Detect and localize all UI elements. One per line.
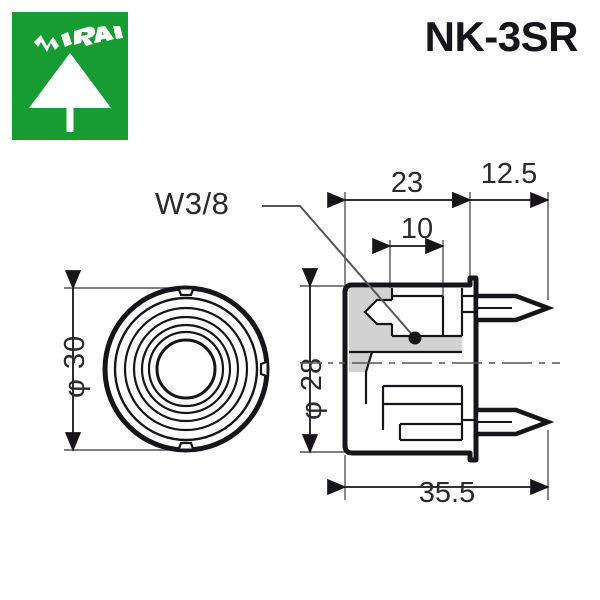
front-ring-2 — [123, 306, 249, 432]
section-body-outline — [342, 275, 479, 463]
front-view-notches — [177, 289, 267, 449]
section-prongs — [473, 293, 555, 437]
notch-bottom — [177, 441, 195, 449]
front-outer-circle — [102, 285, 270, 453]
section-prong-stems — [476, 307, 512, 423]
front-ring-4 — [140, 323, 232, 415]
notch-right — [259, 360, 267, 378]
thread-callout-leader — [262, 205, 416, 339]
logo-wordmark — [34, 26, 123, 52]
dim-label-dia28: φ 28 — [296, 357, 328, 420]
front-view: φ 30 — [59, 270, 270, 453]
section-internal-lines-lower — [364, 380, 476, 442]
section-view: 23 12.5 10 φ 28 35.5 — [296, 158, 560, 509]
logo-tree-mark — [29, 53, 111, 132]
thread-callout-dot — [408, 331, 422, 345]
dim-label-23: 23 — [391, 167, 423, 199]
section-hatch-upper — [349, 288, 462, 352]
dim-label-10: 10 — [401, 213, 433, 245]
thread-callout: W3/8 — [155, 186, 422, 345]
front-view-circles — [102, 285, 270, 453]
section-hatch-lip — [349, 352, 372, 372]
front-ring-3 — [132, 315, 240, 423]
dim-label-dia30: φ 30 — [59, 335, 91, 398]
front-bore-circle — [155, 338, 217, 400]
front-ring-1 — [113, 296, 259, 442]
dim-label-35p5: 35.5 — [419, 477, 475, 509]
mirai-logo — [12, 12, 128, 140]
page-title: NK-3SR — [424, 13, 579, 60]
thread-callout-label: W3/8 — [155, 186, 229, 221]
front-ring-5 — [147, 330, 225, 408]
notch-top — [177, 289, 195, 297]
section-body-fill — [349, 288, 462, 372]
dim-label-12p5: 12.5 — [481, 158, 537, 190]
